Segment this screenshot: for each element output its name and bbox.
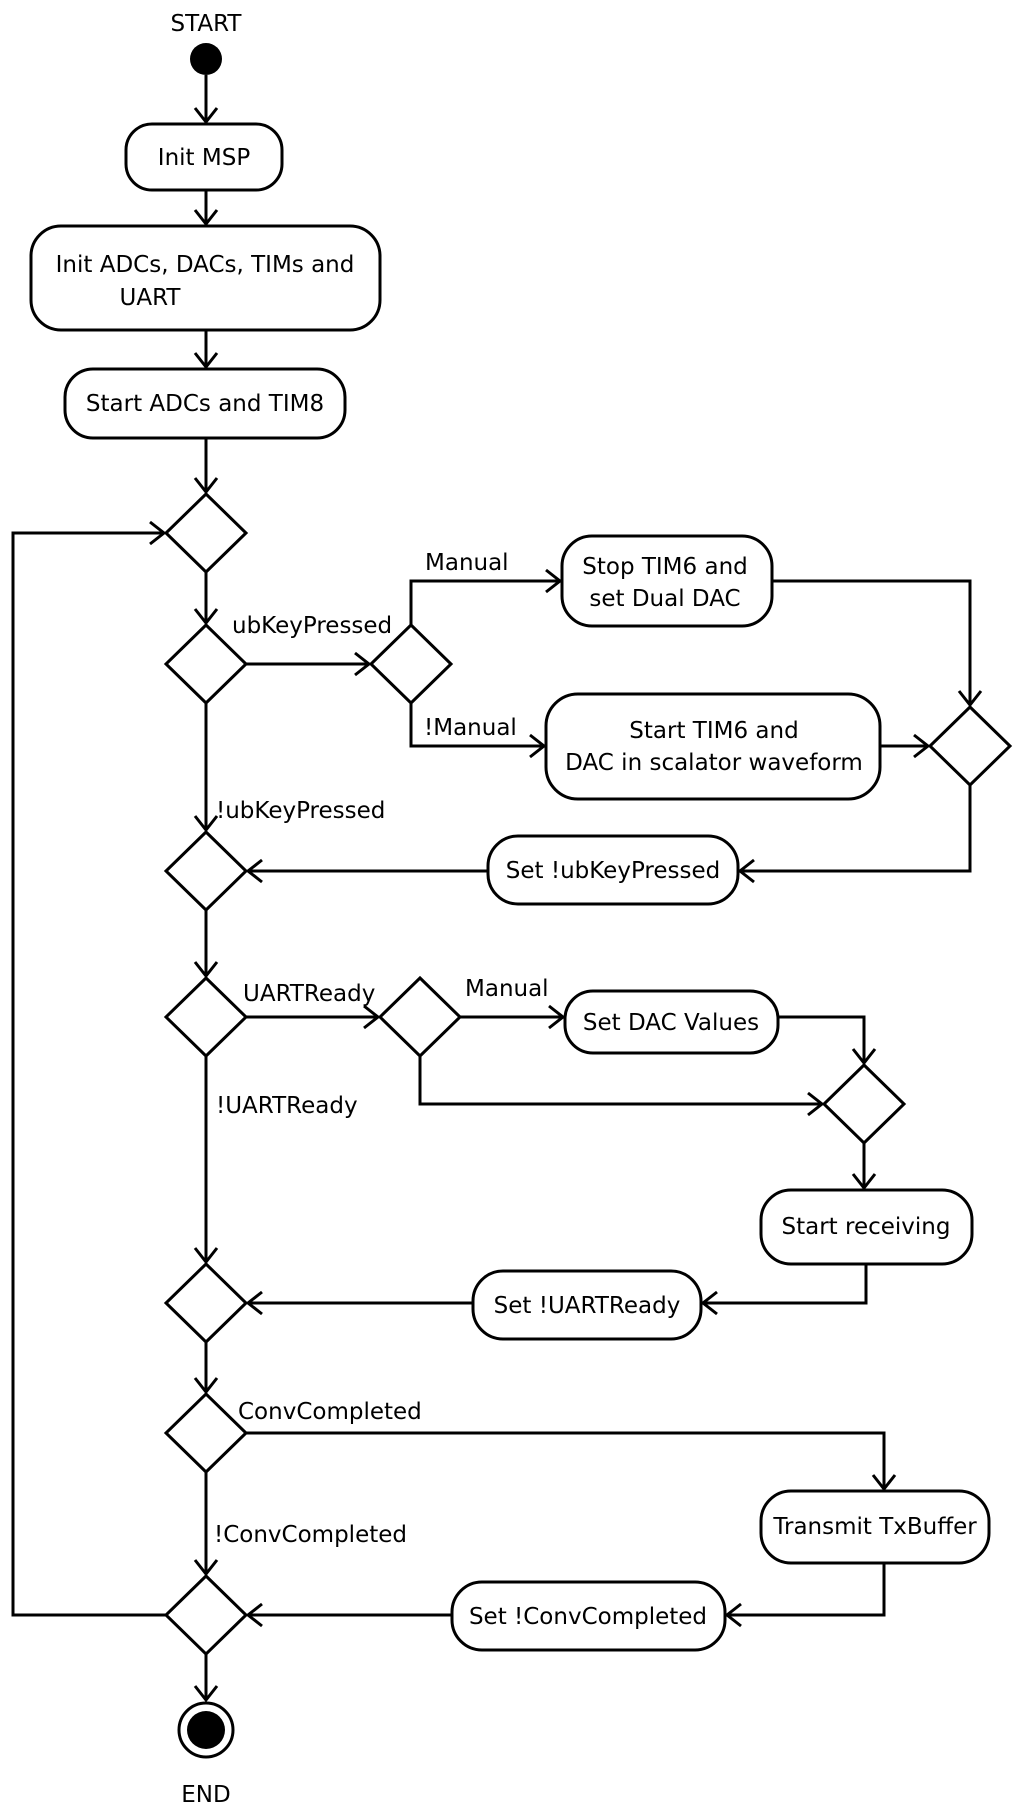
action-set-convcompleted-label: Set !ConvCompleted: [469, 1604, 707, 1630]
start-label: START: [171, 11, 243, 37]
action-init-peripherals: Init ADCs, DACs, TIMs and UART: [29, 224, 382, 332]
action-start-tim6-line1: Start TIM6 and: [629, 718, 798, 744]
decision-convcompleted-diamond: [163, 1391, 249, 1475]
guard-not-uartready: !UARTReady: [216, 1093, 358, 1119]
decision-manual2-diamond: [377, 975, 463, 1059]
action-start-tim6-line2: DAC in scalator waveform: [565, 750, 863, 776]
edges: [11, 75, 983, 1703]
action-start-tim6: Start TIM6 and DAC in scalator waveform: [544, 692, 882, 801]
action-stop-tim6-line1: Stop TIM6 and: [582, 554, 748, 580]
action-transmit-txbuffer: Transmit TxBuffer: [759, 1489, 991, 1565]
merge-tim6-diamond: [927, 704, 1013, 788]
guard-manual-1: Manual: [425, 550, 509, 576]
action-stop-tim6: Stop TIM6 and set Dual DAC: [560, 534, 774, 628]
merge-ubkeypressed-diamond: [163, 829, 249, 913]
action-start-adcs: Start ADCs and TIM8: [63, 367, 347, 440]
guard-uartready: UARTReady: [243, 981, 375, 1007]
end-label: END: [181, 1782, 230, 1807]
merge-uartready-diamond: [163, 1261, 249, 1345]
action-start-adcs-label: Start ADCs and TIM8: [86, 391, 324, 417]
action-start-receiving: Start receiving: [759, 1188, 974, 1266]
action-stop-tim6-line2: set Dual DAC: [589, 586, 740, 612]
action-init-peripherals-line1: Init ADCs, DACs, TIMs and: [56, 252, 355, 278]
action-transmit-txbuffer-label: Transmit TxBuffer: [772, 1514, 977, 1540]
action-set-ubkeypressed-label: Set !ubKeyPressed: [506, 858, 720, 884]
action-set-convcompleted: Set !ConvCompleted: [450, 1580, 727, 1652]
action-set-dac-values: Set DAC Values: [563, 989, 780, 1055]
guard-not-ubkeypressed: !ubKeyPressed: [216, 798, 385, 824]
action-init-msp-label: Init MSP: [158, 145, 251, 171]
merge-end-diamond: [163, 1573, 249, 1657]
end-node: [187, 1711, 225, 1749]
action-init-peripherals-line2: UART: [120, 285, 182, 311]
action-set-uartready: Set !UARTReady: [471, 1269, 703, 1341]
start-node: [190, 43, 222, 75]
guard-manual-2: Manual: [465, 976, 549, 1002]
guard-ubkeypressed: ubKeyPressed: [232, 613, 392, 639]
action-set-ubkeypressed: Set !ubKeyPressed: [486, 834, 740, 906]
decision-uartready-diamond: [163, 975, 249, 1059]
guard-convcompleted: ConvCompleted: [238, 1399, 422, 1425]
merge-loop-diamond: [163, 491, 249, 575]
merge-dac-diamond: [821, 1062, 907, 1146]
guard-not-manual: !Manual: [424, 715, 517, 741]
action-set-uartready-label: Set !UARTReady: [494, 1293, 681, 1319]
action-init-msp: Init MSP: [124, 122, 284, 192]
action-set-dac-values-label: Set DAC Values: [583, 1010, 759, 1036]
action-start-receiving-label: Start receiving: [782, 1214, 951, 1240]
guard-not-convcompleted: !ConvCompleted: [214, 1522, 407, 1548]
